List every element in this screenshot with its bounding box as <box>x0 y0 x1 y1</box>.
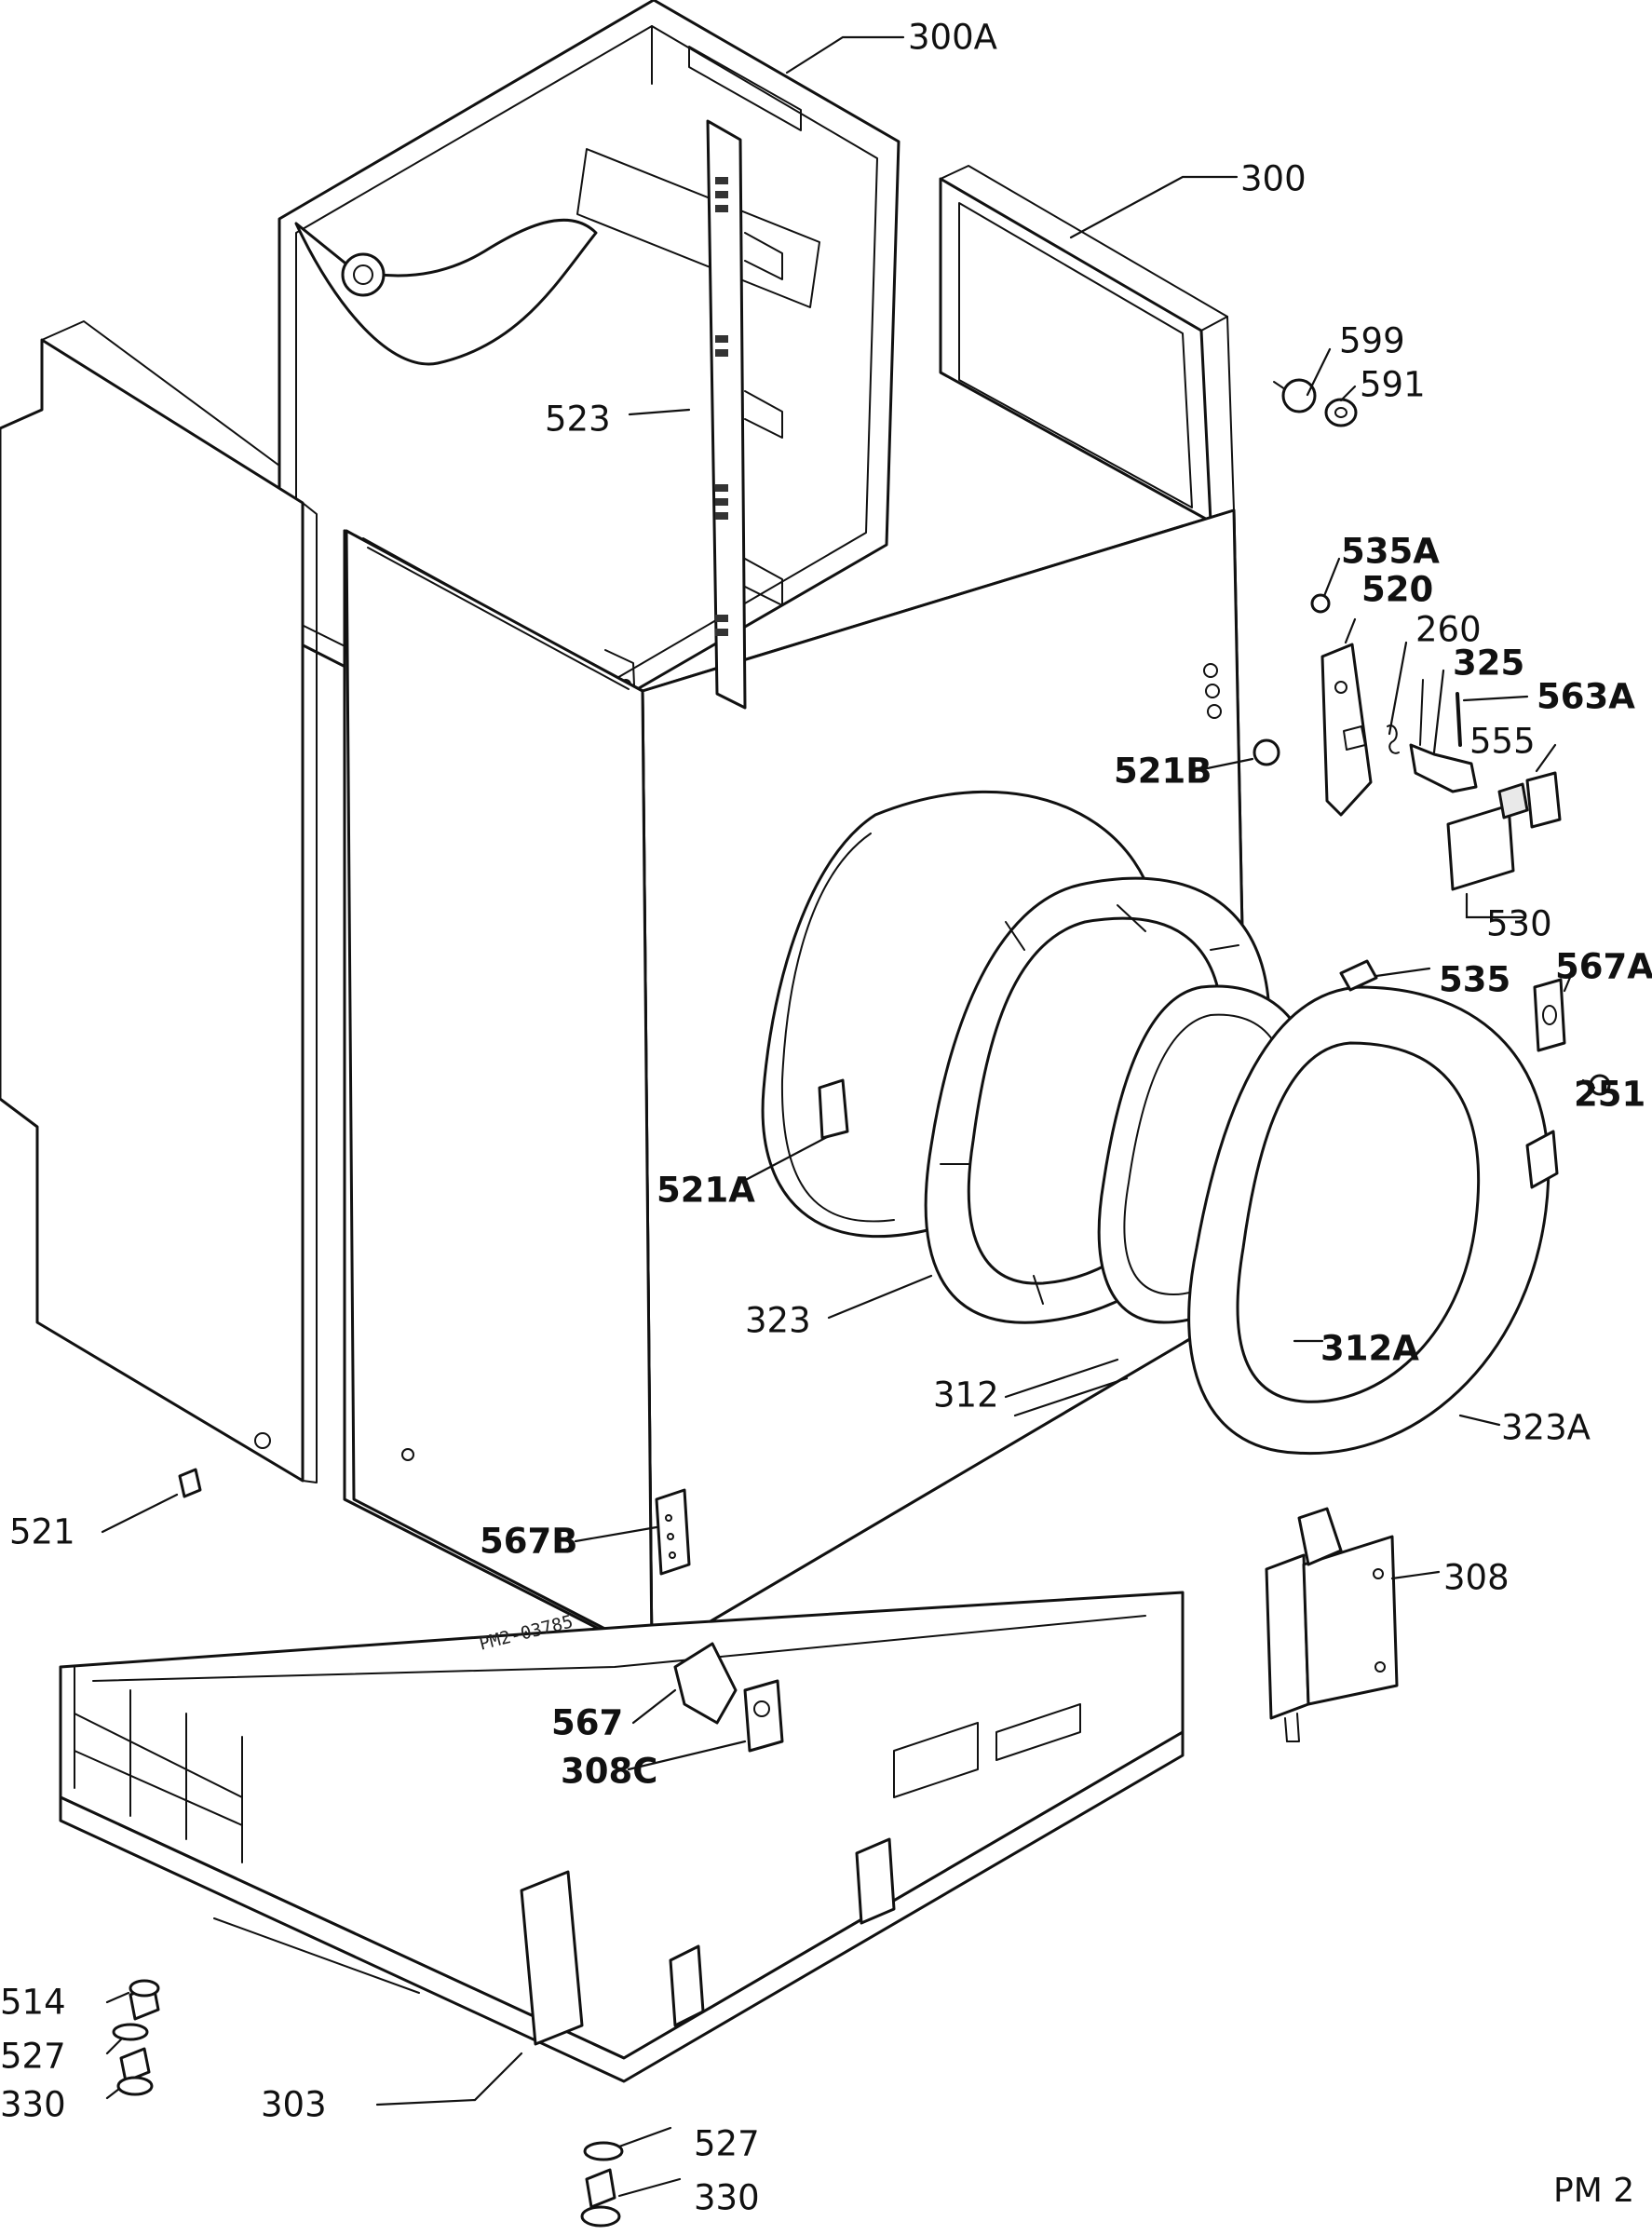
callout-555: 555 <box>1469 721 1536 762</box>
small-parts <box>112 378 1611 2228</box>
callout-323A: 323A <box>1501 1407 1591 1448</box>
callout-520: 520 <box>1361 569 1434 610</box>
callout-567A: 567A <box>1555 946 1652 987</box>
callout-325: 325 <box>1453 643 1525 684</box>
base-frame-303 <box>59 1591 1185 2083</box>
bracket-523 <box>706 119 783 710</box>
callout-563A: 563A <box>1537 676 1635 717</box>
callout-330: 330 <box>0 2084 66 2125</box>
callout-527: 527 <box>0 2036 66 2077</box>
callout-535A: 535A <box>1341 531 1440 572</box>
side-wall-300 <box>939 165 1235 523</box>
callout-323: 323 <box>745 1300 811 1341</box>
callout-514: 514 <box>0 1982 66 2023</box>
callout-521: 521 <box>9 1511 75 1552</box>
callout-599: 599 <box>1339 320 1405 361</box>
callout-260: 260 <box>1415 609 1482 650</box>
callout-591: 591 <box>1360 364 1426 405</box>
callout-567B: 567B <box>480 1521 578 1562</box>
callout-312: 312 <box>933 1375 999 1416</box>
callout-330-bottom: 330 <box>694 2177 760 2218</box>
callout-535: 535 <box>1439 959 1511 1000</box>
callout-521A: 521A <box>657 1170 755 1211</box>
callout-312A: 312A <box>1320 1328 1419 1369</box>
leader-lines <box>101 35 1596 2198</box>
callout-521B: 521B <box>1114 751 1212 792</box>
hinge-308 <box>1265 1507 1399 1742</box>
callout-308: 308 <box>1443 1557 1510 1598</box>
callout-308C: 308C <box>561 1751 658 1792</box>
callout-530: 530 <box>1486 903 1552 944</box>
knob-599 <box>1281 378 1317 413</box>
callout-523: 523 <box>545 399 611 440</box>
callout-251: 251 <box>1574 1074 1646 1115</box>
callout-300A: 300A <box>908 17 997 58</box>
door-frame-323A <box>1187 985 1559 1456</box>
left-side-panel <box>0 320 318 1483</box>
callout-300: 300 <box>1240 158 1307 199</box>
callout-567: 567 <box>551 1702 624 1743</box>
front-panel <box>345 529 654 1655</box>
sheet-code: PM 2 <box>1553 2172 1635 2210</box>
washer-591 <box>1324 398 1358 427</box>
callout-527-bottom: 527 <box>694 2123 760 2164</box>
callout-303: 303 <box>261 2084 327 2125</box>
